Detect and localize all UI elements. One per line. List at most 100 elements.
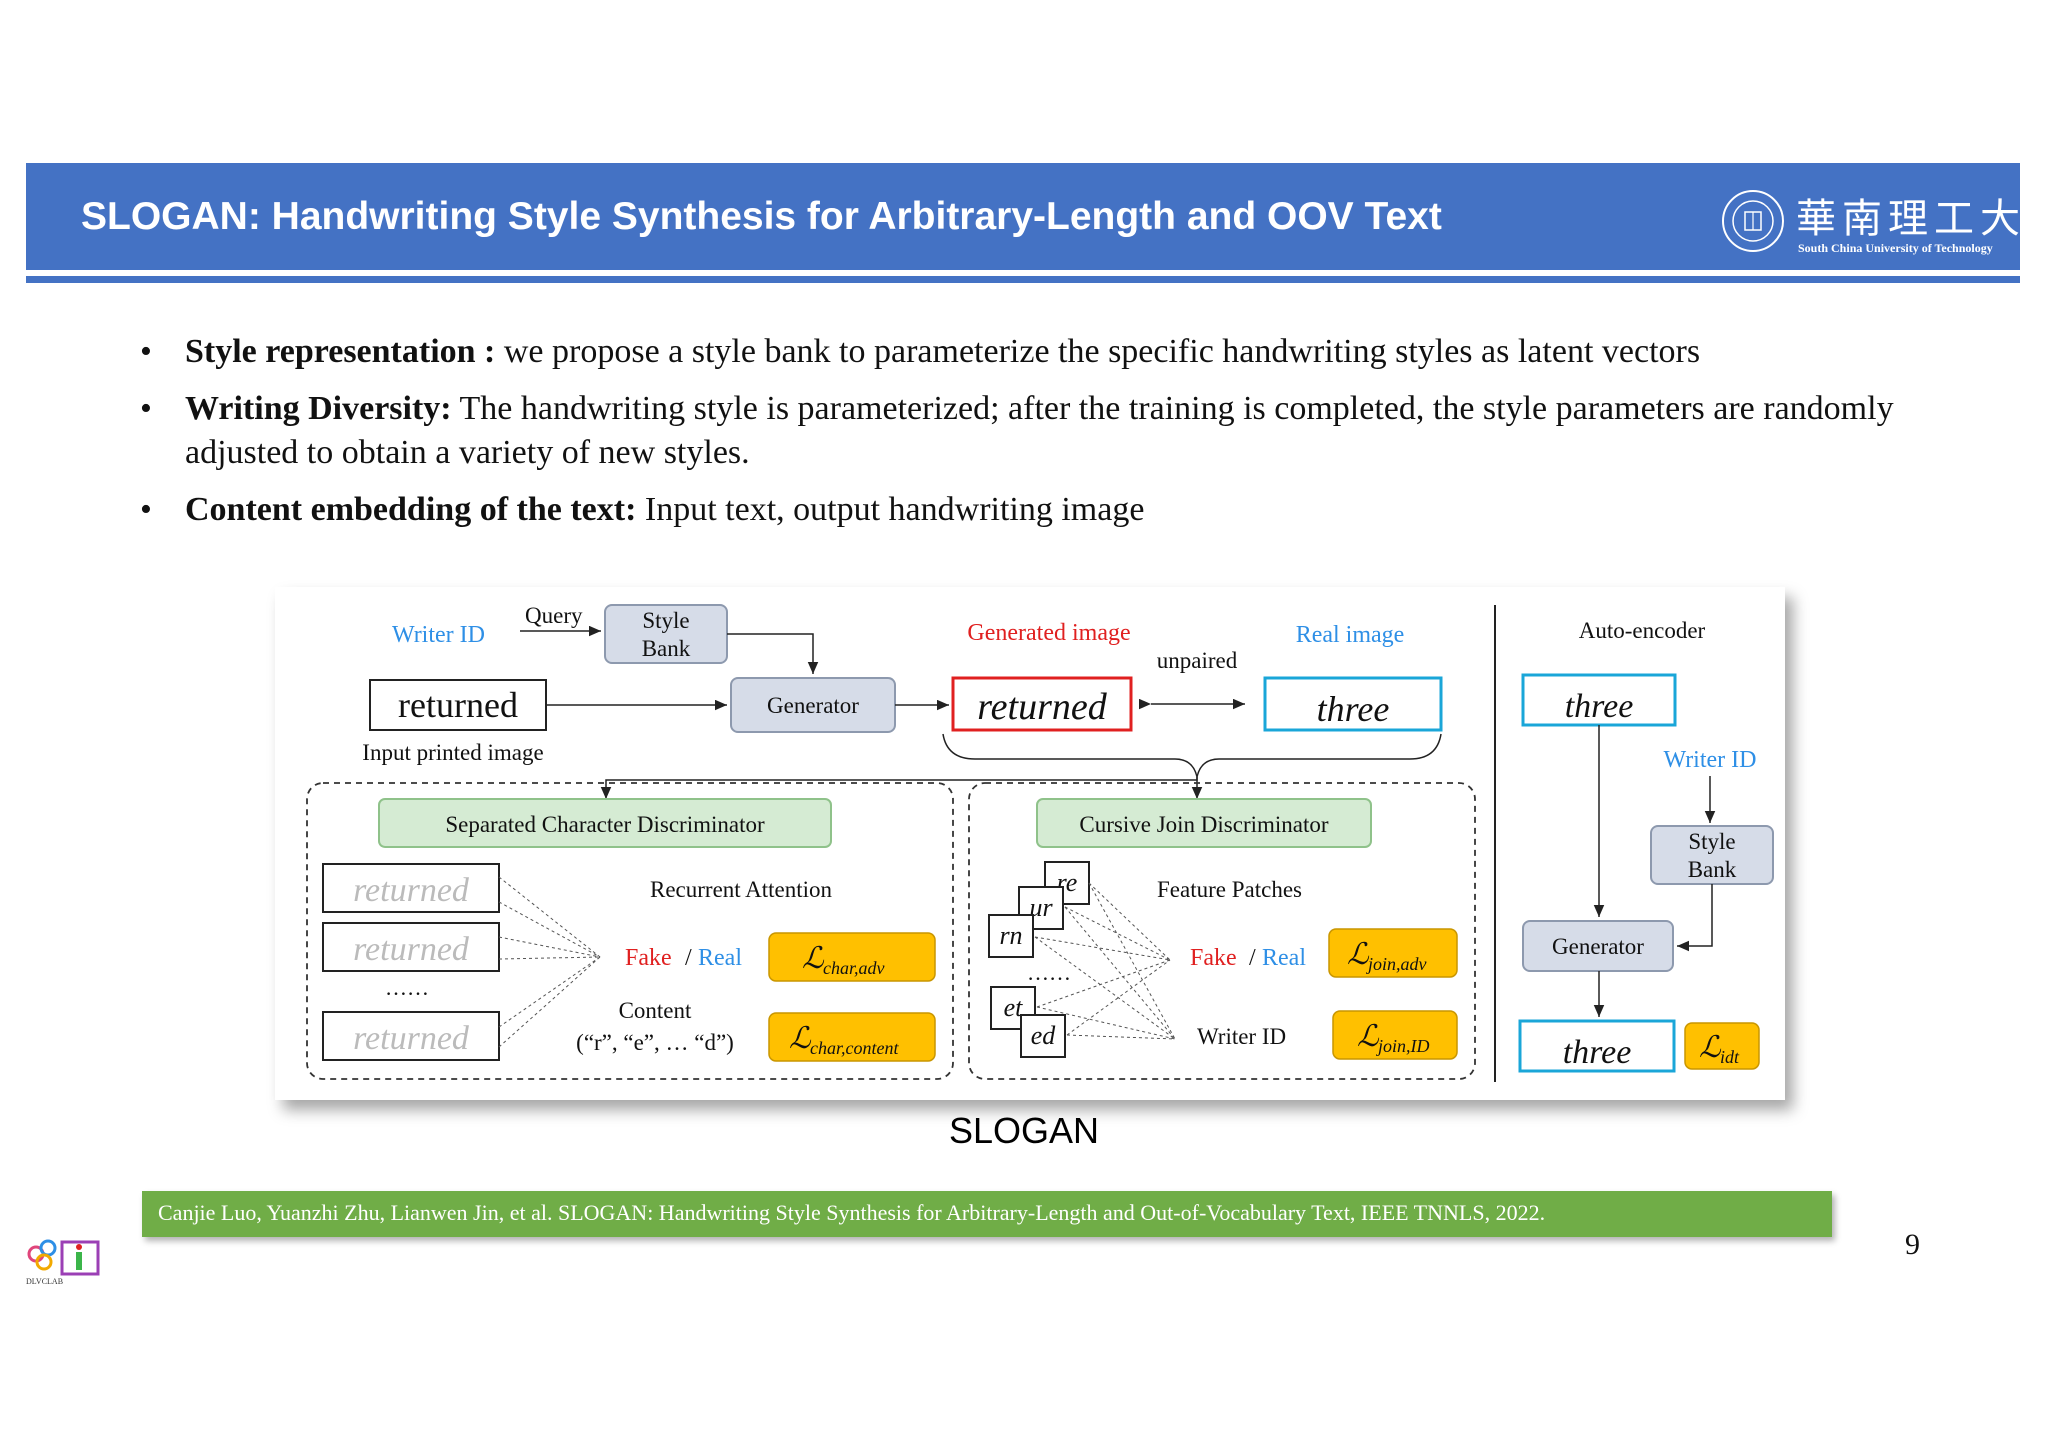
char-crop-2: [322, 922, 500, 972]
loss-idt-box: [1684, 1022, 1760, 1070]
ae-output-word: three: [1563, 1034, 1632, 1071]
generated-image-label: Generated image: [967, 620, 1130, 646]
patch-5-text: ed: [1031, 1021, 1057, 1050]
char-crop-1: [322, 863, 500, 913]
writer-id-label: Writer ID: [392, 622, 485, 648]
patch-lines: [1034, 882, 1176, 1040]
bullet-dot-icon: •: [140, 491, 152, 528]
char-discriminator-label: Separated Character Discriminator: [445, 812, 765, 837]
ae-style-bank-line2: Bank: [1688, 857, 1737, 882]
input-word: returned: [398, 685, 518, 725]
generator-label: Generator: [767, 693, 859, 718]
loss-join-id-label: join,ID: [1376, 1036, 1430, 1056]
join-real-label: Real: [1262, 945, 1306, 971]
images-brace: [942, 733, 1442, 778]
patch-4-text: et: [1004, 993, 1024, 1022]
loss-char-content-label: char,content: [810, 1038, 899, 1058]
ae-generator-label: Generator: [1552, 934, 1644, 959]
bullet-heading: Content embedding of the text:: [185, 491, 637, 528]
ae-style-bank-line1: Style: [1688, 829, 1735, 854]
slogan-architecture-figure: Writer ID Query Style Bank returned Inpu…: [275, 587, 1785, 1100]
loss-symbol: ℒ: [1357, 1020, 1380, 1053]
char-crop-ellipsis: ……: [385, 975, 429, 1000]
loss-symbol: ℒ: [1347, 938, 1370, 971]
patch-5: [1020, 1014, 1066, 1058]
char-discriminator-panel: [306, 782, 954, 1080]
bullet-item: • Writing Diversity: The handwriting styl…: [140, 387, 1940, 475]
patch-ellipsis: ……: [1027, 960, 1071, 985]
bullet-item: • Content embedding of the text: Input te…: [140, 488, 1940, 532]
university-seal-icon: [1722, 190, 1784, 252]
title-underline: [26, 276, 2020, 283]
feature-patch-stack: re ur rn …… et ed: [988, 861, 1090, 1058]
page-number: 9: [1905, 1228, 1920, 1261]
join-discriminator-panel: [968, 782, 1476, 1080]
ae-input-word: three: [1565, 688, 1634, 725]
unpaired-label: unpaired: [1157, 648, 1238, 673]
char-discriminator-node: [378, 798, 832, 848]
real-image-label: Real image: [1296, 622, 1405, 648]
bullet-heading: Writing Diversity:: [185, 390, 452, 427]
citation-text: Canjie Luo, Yuanzhi Zhu, Lianwen Jin, et…: [158, 1200, 1546, 1225]
bullet-text: Input text, output handwriting image: [636, 491, 1145, 528]
style-bank-line1: Style: [642, 608, 689, 633]
generated-word: returned: [977, 686, 1107, 728]
recurrent-attention-label: Recurrent Attention: [650, 877, 833, 902]
title-bar: SLOGAN: Handwriting Style Synthesis for …: [26, 163, 2020, 270]
real-word: three: [1317, 689, 1390, 729]
content-chars-label: (“r”, “e”, … “d”): [576, 1030, 734, 1055]
content-label: Content: [619, 998, 692, 1023]
join-writer-id-label: Writer ID: [1197, 1024, 1286, 1049]
bullet-text: The handwriting style is parameterized; …: [185, 390, 1894, 471]
feature-patches-label: Feature Patches: [1157, 877, 1302, 902]
char-crop-3: [322, 1011, 500, 1061]
ae-output-frame: [1518, 1019, 1676, 1073]
figure-caption: SLOGAN: [948, 1110, 1100, 1151]
loss-symbol: ℒ: [802, 942, 825, 975]
bullet-list: • Style representation : we propose a sty…: [140, 330, 1940, 545]
char-crop-2-word: returned: [353, 931, 470, 968]
char-real-label: Real: [698, 945, 742, 971]
bullet-dot-icon: •: [140, 390, 152, 427]
char-crop-3-word: returned: [353, 1020, 470, 1057]
loss-char-adv-box: [768, 932, 936, 982]
loss-symbol: ℒ: [1699, 1031, 1722, 1064]
style-bank-line2: Bank: [642, 636, 691, 661]
generated-image-frame: [951, 676, 1133, 732]
bank-to-generator-arrow: [727, 633, 819, 674]
lab-logo: DLVCLAB: [24, 1238, 106, 1288]
architecture-diagram: Writer ID Query Style Bank returned Inpu…: [306, 603, 1774, 1082]
patch-3-text: rn: [999, 921, 1022, 950]
join-discriminator-node: [1036, 798, 1372, 848]
loss-char-content-box: [768, 1012, 936, 1062]
to-char-discriminator-arrow: [600, 777, 1198, 799]
query-label: Query: [525, 603, 583, 628]
lab-logo-text: DLVCLAB: [26, 1277, 63, 1286]
join-fake-label: Fake: [1190, 945, 1237, 971]
ae-writer-id-label: Writer ID: [1664, 747, 1757, 773]
attention-lines: [498, 876, 601, 1048]
university-name-en: South China University of Technology: [1798, 241, 1993, 255]
input-label: Input printed image: [362, 740, 543, 765]
join-discriminator-label: Cursive Join Discriminator: [1079, 812, 1328, 837]
char-crop-1-word: returned: [353, 872, 470, 909]
loss-join-id-box: [1332, 1010, 1458, 1060]
loss-idt-label: idt: [1720, 1047, 1740, 1067]
autoencoder-label: Auto-encoder: [1579, 618, 1706, 643]
bullet-item: • Style representation : we propose a sty…: [140, 330, 1940, 374]
loss-symbol: ℒ: [789, 1022, 812, 1055]
loss-char-adv-label: char,adv: [823, 958, 885, 978]
bullet-text: we propose a style bank to parameterize …: [495, 333, 1701, 370]
ae-bank-to-generator-arrow: [1677, 884, 1713, 952]
university-name-cn: 華南理工大學: [1796, 196, 2048, 242]
join-slash-label: /: [1249, 945, 1256, 971]
loss-join-adv-box: [1328, 928, 1458, 978]
university-logo: 華南理工大學 South China University of Technol…: [1720, 188, 2048, 255]
bullet-heading: Style representation :: [185, 333, 496, 370]
real-image-frame: [1263, 676, 1443, 732]
dlvc-lab-logo-icon: DLVCLAB: [26, 1239, 100, 1286]
bullet-dot-icon: •: [140, 333, 152, 370]
slide-title: SLOGAN: Handwriting Style Synthesis for …: [81, 195, 1442, 238]
patch-3: [988, 914, 1034, 958]
char-slash-label: /: [685, 945, 692, 971]
